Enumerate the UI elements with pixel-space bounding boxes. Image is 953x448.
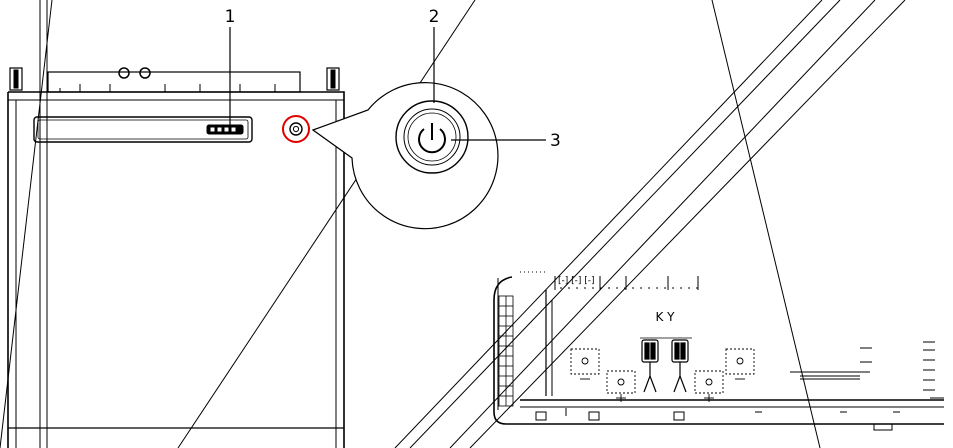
rear-panel — [493, 271, 944, 431]
status-window — [33, 116, 253, 143]
callout-1: 1 — [225, 7, 236, 27]
bottom-marks — [535, 408, 900, 431]
ports — [570, 348, 755, 402]
vent-grid — [498, 295, 514, 407]
panel-top-labels: [-] [-] [-] — [558, 276, 595, 286]
callout-leaders — [229, 27, 546, 141]
panel-center-label: K Y — [655, 310, 675, 324]
overlay-lines — [0, 0, 906, 448]
battery-led-icon — [206, 124, 244, 135]
twin-connectors — [640, 337, 692, 393]
top-rail — [47, 71, 301, 93]
callout-2: 2 — [429, 7, 440, 27]
zoom-bubble — [311, 82, 499, 230]
highlight-circle — [282, 115, 310, 143]
device-body — [7, 67, 345, 448]
small-power-button-icon — [289, 122, 303, 136]
power-button-icon — [418, 123, 446, 154]
right-slots — [790, 341, 944, 399]
callout-3: 3 — [550, 131, 561, 151]
panel-header-marks — [520, 271, 700, 290]
